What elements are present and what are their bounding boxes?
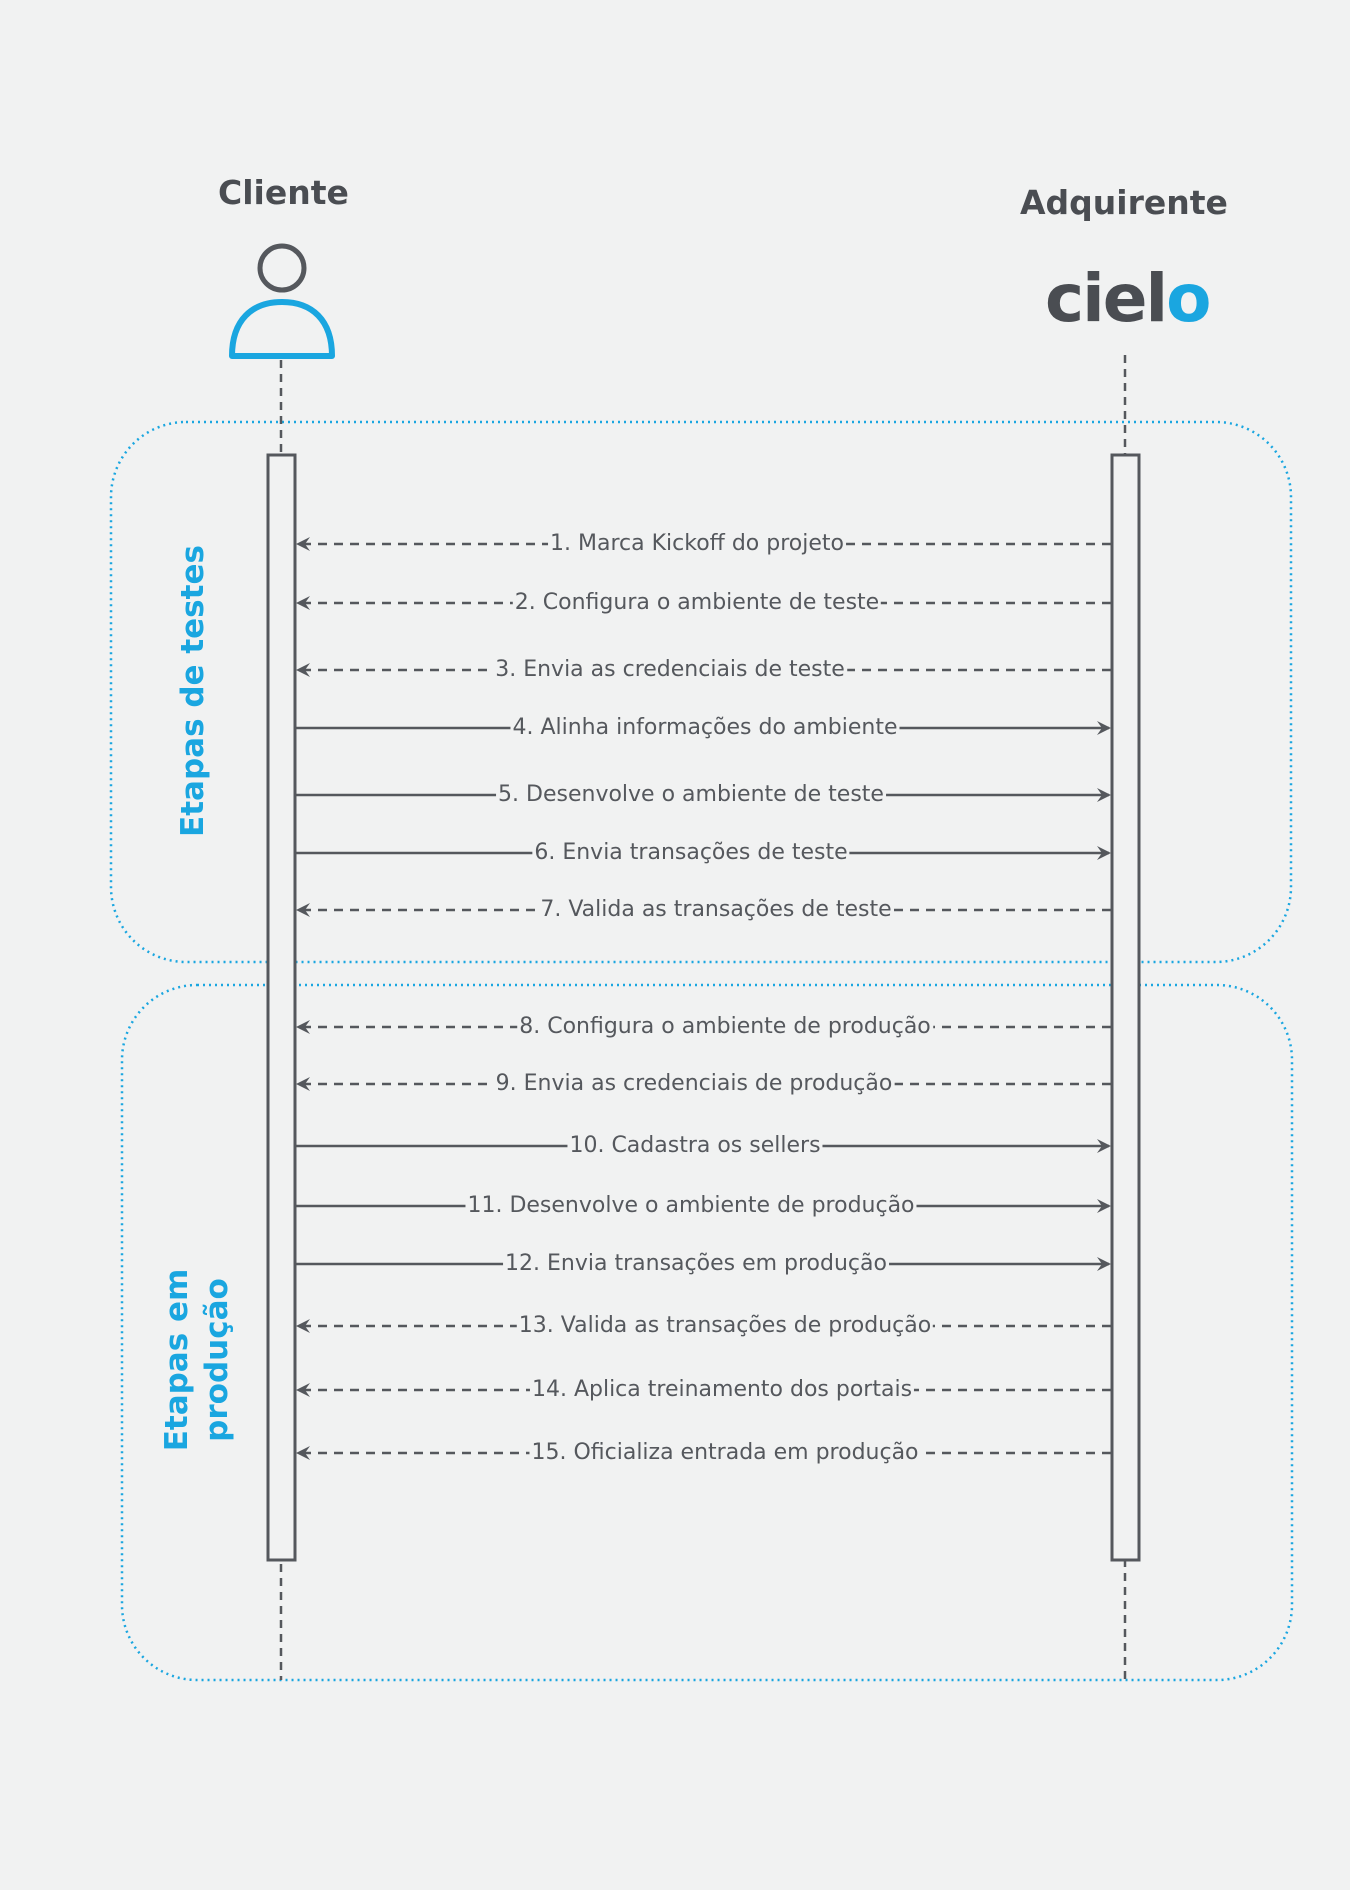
- cielo-logo-text: ciel: [1045, 260, 1168, 337]
- phase-label-production-line2: produção: [199, 1278, 235, 1442]
- phase-label-production: Etapas em produção: [157, 1269, 237, 1452]
- phase-label-tests: Etapas de testes: [173, 545, 213, 837]
- client-title: Cliente: [218, 173, 349, 212]
- message-label: 4. Alinha informações do ambiente: [510, 714, 900, 742]
- person-icon: [229, 243, 335, 359]
- cielo-logo-accent: o: [1166, 260, 1211, 337]
- message-label: 1. Marca Kickoff do projeto: [548, 530, 846, 558]
- acquirer-activation-bar: [1110, 453, 1141, 1562]
- message-label: 7. Valida as transações de teste: [538, 896, 894, 924]
- message-label: 5. Desenvolve o ambiente de teste: [496, 781, 886, 809]
- phase-label-tests-line1: Etapas de testes: [175, 545, 211, 837]
- message-label: 8. Configura o ambiente de produção: [517, 1013, 933, 1041]
- message-label: 13. Valida as transações de produção: [516, 1312, 934, 1340]
- message-label: 6. Envia transações de teste: [532, 839, 850, 867]
- message-label: 11. Desenvolve o ambiente de produção: [465, 1192, 917, 1220]
- message-label: 12. Envia transações em produção: [503, 1250, 889, 1278]
- message-label: 10. Cadastra os sellers: [567, 1132, 823, 1160]
- message-label: 9. Envia as credenciais de produção: [493, 1070, 895, 1098]
- message-label: 14. Aplica treinamento dos portais: [529, 1376, 915, 1404]
- phase-frame-production: [120, 983, 1294, 1682]
- message-label: 2. Configura o ambiente de teste: [512, 589, 882, 617]
- cielo-logo: cielo: [1045, 266, 1212, 332]
- acquirer-title: Adquirente: [1020, 183, 1228, 222]
- phase-label-production-line1: Etapas em: [159, 1268, 195, 1452]
- message-label: 3. Envia as credenciais de teste: [493, 656, 847, 684]
- client-activation-bar: [266, 453, 297, 1562]
- message-label: 15. Oficializa entrada em produção: [529, 1439, 921, 1467]
